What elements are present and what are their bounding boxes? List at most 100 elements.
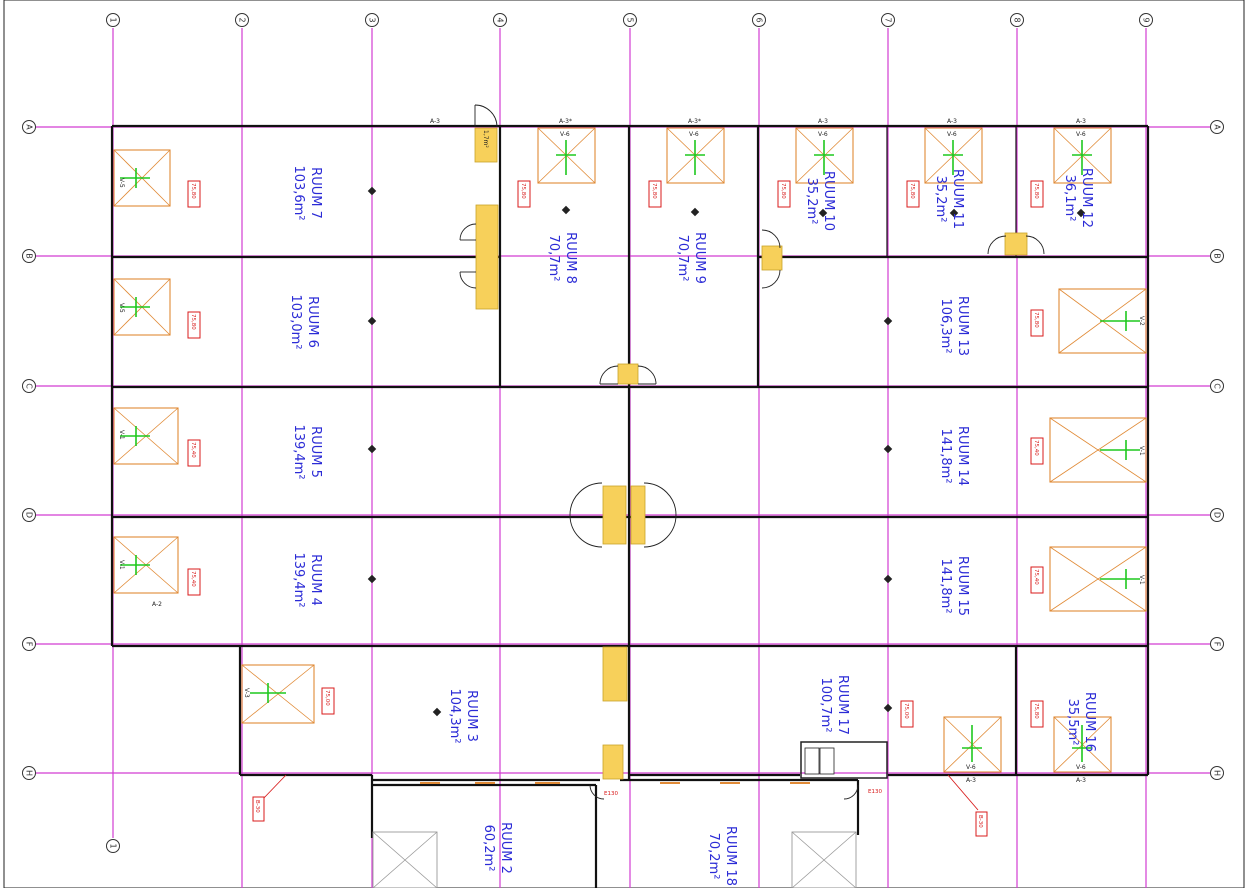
room-label: RUUM 9 70,7m²: [675, 232, 707, 284]
svg-text:V-5: V-5: [118, 303, 125, 313]
grid-column-bubbles: 1 2 3 4 5 6 7 8 9 1: [106, 13, 1153, 853]
svg-text:V-6: V-6: [818, 131, 828, 138]
svg-text:H: H: [25, 770, 34, 776]
walls: [110, 124, 1150, 888]
svg-text:70,7m²: 70,7m²: [546, 235, 561, 282]
sanitary-blocks: 1,7m²: [474, 127, 1028, 780]
vent-unit: V-6: [666, 127, 725, 184]
svg-text:RUUM 16: RUUM 16: [1082, 692, 1097, 752]
room-label: RUUM 11 35,2m²: [933, 169, 965, 229]
svg-text:75,40: 75,40: [1033, 569, 1039, 585]
svg-text:RUUM 12: RUUM 12: [1079, 168, 1094, 228]
svg-text:7: 7: [884, 17, 893, 22]
svg-text:RUUM 9: RUUM 9: [692, 232, 707, 284]
svg-text:V-1: V-1: [118, 560, 125, 570]
svg-text:75,80: 75,80: [780, 183, 786, 199]
svg-text:141,8m²: 141,8m²: [938, 428, 953, 483]
room-label: RUUM 8 70,7m²: [546, 232, 578, 284]
level-tag: 75,80: [906, 180, 920, 208]
level-tag: 75,80: [777, 180, 791, 208]
svg-text:RUUM 15: RUUM 15: [955, 556, 970, 616]
room-label: RUUM 4 139,4m²: [291, 552, 323, 607]
vent-unit: V-2: [1058, 288, 1147, 354]
svg-text:F: F: [25, 642, 34, 647]
level-tag: 75,80: [187, 311, 201, 339]
svg-text:A-3: A-3: [818, 118, 828, 125]
svg-text:103,0m²: 103,0m²: [288, 294, 303, 349]
svg-text:RUUM 8: RUUM 8: [563, 232, 578, 284]
svg-text:C: C: [25, 383, 34, 389]
level-tag: 75,80: [1030, 309, 1044, 337]
svg-text:V-6: V-6: [947, 131, 957, 138]
svg-text:H: H: [1213, 770, 1222, 776]
svg-text:75,40: 75,40: [190, 571, 196, 587]
svg-text:F: F: [1213, 642, 1222, 647]
ventilation-units: V-5 V-5 V-1 V-1 V-3: [113, 127, 1147, 773]
room-label: RUUM 13 106,3m²: [938, 296, 970, 356]
svg-text:75,80: 75,80: [909, 183, 915, 199]
vent-unit: V-6: [537, 127, 596, 184]
svg-text:104,3m²: 104,3m²: [447, 688, 462, 743]
svg-text:75,00: 75,00: [903, 703, 909, 719]
svg-text:1: 1: [109, 843, 118, 848]
svg-text:RUUM 2: RUUM 2: [498, 822, 513, 874]
level-tag: 75,40: [1030, 437, 1044, 465]
svg-text:3: 3: [368, 17, 377, 22]
svg-text:B-30: B-30: [977, 815, 983, 828]
room-label: RUUM 17 100,7m²: [818, 675, 850, 735]
svg-text:B-30: B-30: [254, 800, 260, 813]
svg-text:RUUM 11: RUUM 11: [950, 169, 965, 229]
svg-text:A: A: [25, 124, 34, 130]
svg-text:103,6m²: 103,6m²: [291, 165, 306, 220]
svg-text:RUUM 3: RUUM 3: [464, 690, 479, 742]
room-label: RUUM 3 104,3m²: [447, 688, 479, 743]
svg-text:V-1: V-1: [1138, 575, 1145, 585]
room-label: RUUM 14 141,8m²: [938, 426, 970, 486]
svg-text:75,80: 75,80: [520, 183, 526, 199]
room-label: RUUM 16 35,5m²: [1065, 692, 1097, 752]
svg-text:RUUM 17: RUUM 17: [835, 675, 850, 735]
svg-text:D: D: [25, 512, 34, 518]
svg-text:RUUM 10: RUUM 10: [821, 171, 836, 231]
vent-unit: V-1: [113, 536, 179, 594]
svg-text:75,80: 75,80: [190, 314, 196, 330]
svg-text:RUUM 5: RUUM 5: [308, 426, 323, 478]
level-tag: 75,80: [187, 180, 201, 208]
level-tag: 75,00: [900, 700, 914, 728]
svg-text:6: 6: [755, 17, 764, 22]
svg-text:V-6: V-6: [966, 764, 976, 771]
svg-text:V-6: V-6: [689, 131, 699, 138]
room-labels: RUUM 7 103,6m² RUUM 6 103,0m² RUUM 5 139…: [288, 165, 1097, 886]
svg-text:75,80: 75,80: [651, 183, 657, 199]
svg-text:D: D: [1213, 512, 1222, 518]
lower-equipment: [372, 831, 857, 888]
svg-text:V-5: V-5: [118, 178, 125, 188]
room-label: RUUM 5 139,4m²: [291, 424, 323, 479]
svg-text:5: 5: [626, 17, 635, 22]
svg-text:1,7m²: 1,7m²: [482, 130, 489, 148]
svg-text:A-3: A-3: [1076, 777, 1086, 784]
svg-text:A-3*: A-3*: [688, 118, 701, 125]
svg-text:RUUM 6: RUUM 6: [305, 296, 320, 348]
svg-text:C: C: [1213, 383, 1222, 389]
svg-text:A-3*: A-3*: [559, 118, 572, 125]
svg-text:36,1m²: 36,1m²: [1062, 175, 1077, 222]
svg-text:75,40: 75,40: [190, 442, 196, 458]
vent-unit: V-5: [113, 278, 171, 336]
svg-text:RUUM 7: RUUM 7: [308, 167, 323, 219]
level-tag: 75,00: [321, 687, 335, 715]
level-tag: 75,80: [1030, 180, 1044, 208]
svg-text:V-6: V-6: [1076, 131, 1086, 138]
svg-text:V-2: V-2: [1138, 316, 1145, 326]
svg-text:100,7m²: 100,7m²: [818, 677, 833, 732]
svg-text:75,40: 75,40: [1033, 440, 1039, 456]
svg-text:106,3m²: 106,3m²: [938, 298, 953, 353]
svg-text:A-3: A-3: [966, 777, 976, 784]
room-label: RUUM 7 103,6m²: [291, 165, 323, 220]
svg-text:A: A: [1213, 124, 1222, 130]
door-labels: A-3 A-3* A-3* A-3 A-3 A-3 A-2 A-3 A-3 B-…: [152, 118, 1086, 837]
svg-text:2: 2: [238, 17, 247, 22]
vent-unit: V-6: [1053, 716, 1112, 773]
room-label: RUUM 6 103,0m²: [288, 294, 320, 349]
svg-text:70,7m²: 70,7m²: [675, 235, 690, 282]
